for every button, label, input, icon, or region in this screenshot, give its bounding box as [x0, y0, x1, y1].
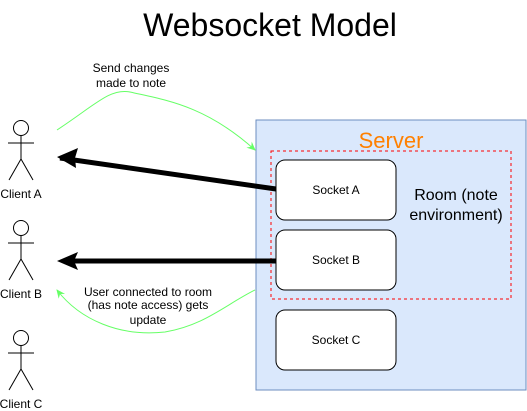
client-a-figure [8, 120, 34, 181]
client-c-label: Client C [0, 397, 43, 411]
update-note-line1: User connected to room [84, 285, 212, 299]
client-b-figure [8, 220, 34, 281]
room-label-line2: environment) [409, 207, 502, 224]
send-note-line1: Send changes [93, 61, 170, 75]
server-label: Server [359, 128, 424, 153]
socket-a-to-client-a-arrow [59, 155, 277, 192]
room-label-line1: Room (note [414, 187, 498, 204]
send-note-line2: made to note [96, 76, 166, 90]
socket-b-arrowhead [57, 252, 78, 270]
socket-a-box [275, 159, 397, 221]
socket-c-box [275, 309, 397, 371]
update-note-line2: (has note access) gets [88, 298, 209, 312]
room-region [270, 150, 512, 300]
socket-b-label: Socket B [312, 253, 360, 267]
diagram-title: Websocket Model [143, 7, 397, 43]
socket-c-label: Socket C [312, 333, 361, 347]
client-c-figure [8, 330, 34, 391]
send-changes-arrow [56, 90, 256, 151]
client-a-label: Client A [0, 187, 41, 201]
client-b-label: Client B [0, 287, 42, 301]
socket-a-label: Socket A [312, 183, 359, 197]
socket-a-arrowhead [57, 148, 78, 168]
update-arrow [56, 289, 256, 334]
update-note-line3: update [130, 313, 167, 327]
